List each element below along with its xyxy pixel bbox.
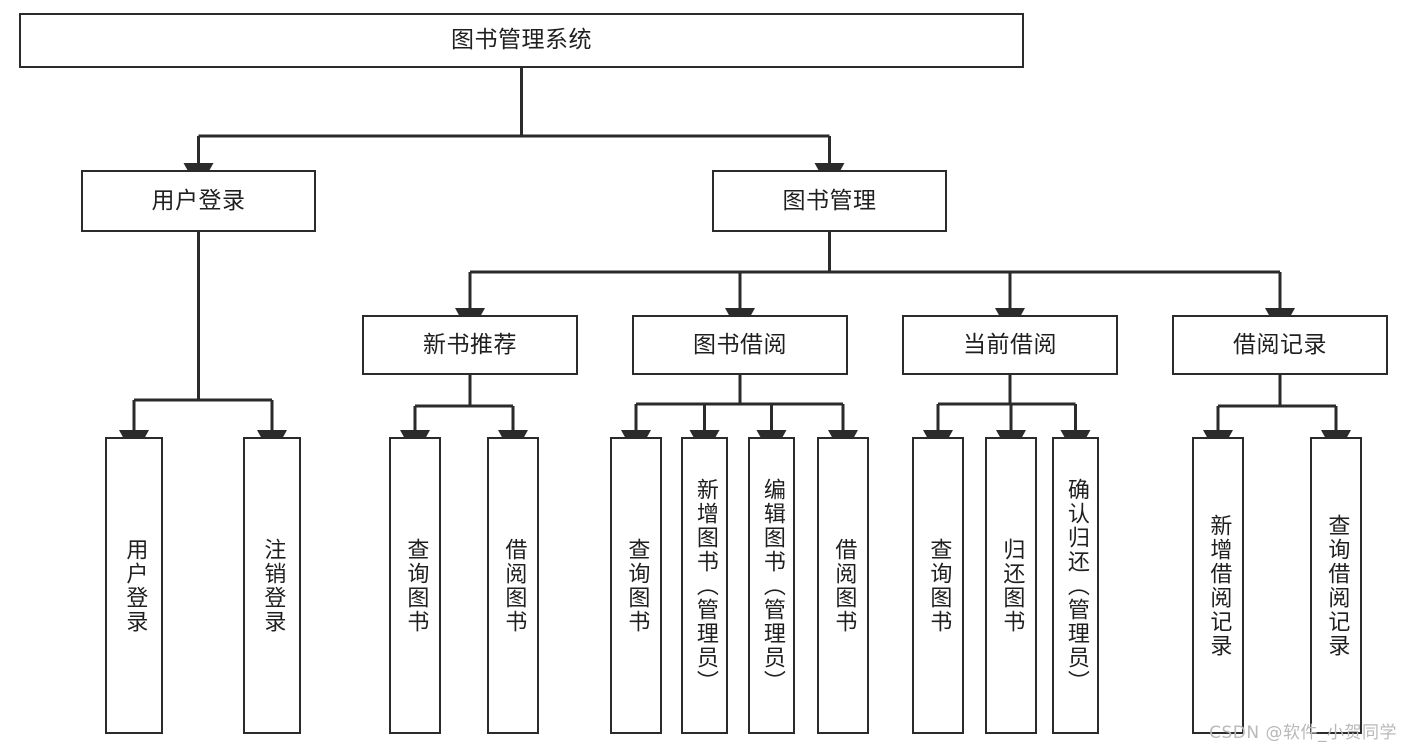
node-current-borrow[interactable]: 当前借阅 [902, 315, 1118, 375]
node-leaf-borrow-book[interactable]: 借阅图书 [817, 437, 869, 734]
node-leaf-query-book-rec[interactable]: 查询图书 [389, 437, 441, 734]
node-label: 确认归还（管理员） [1063, 477, 1089, 694]
node-new-book-rec[interactable]: 新书推荐 [362, 315, 578, 375]
node-leaf-confirm-return-admin[interactable]: 确认归还（管理员） [1052, 437, 1099, 734]
node-book-borrow[interactable]: 图书借阅 [632, 315, 848, 375]
node-label: 注销登录 [260, 537, 286, 634]
node-label: 借阅记录 [1233, 331, 1327, 358]
node-label: 新增借阅记录 [1206, 513, 1232, 658]
node-label: 借阅图书 [831, 537, 857, 634]
node-leaf-borrow-book-rec[interactable]: 借阅图书 [487, 437, 539, 734]
node-book-manage[interactable]: 图书管理 [712, 170, 947, 232]
node-user-login[interactable]: 用户登录 [81, 170, 316, 232]
node-leaf-add-borrow-record[interactable]: 新增借阅记录 [1192, 437, 1244, 734]
csdn-watermark: CSDN @软件_小贺同学 [1209, 723, 1397, 743]
node-root[interactable]: 图书管理系统 [19, 13, 1024, 68]
node-label: 归还图书 [999, 537, 1025, 634]
node-leaf-edit-book-admin[interactable]: 编辑图书（管理员） [748, 437, 795, 734]
node-label: 借阅图书 [501, 537, 527, 634]
node-label: 新书推荐 [423, 331, 517, 358]
node-leaf-query-borrow-record[interactable]: 查询借阅记录 [1310, 437, 1362, 734]
node-label: 当前借阅 [963, 331, 1057, 358]
node-label: 查询图书 [624, 537, 650, 634]
node-borrow-record[interactable]: 借阅记录 [1172, 315, 1388, 375]
node-leaf-user-logout[interactable]: 注销登录 [243, 437, 301, 734]
node-label: 图书管理 [782, 187, 877, 214]
node-leaf-query-book-borrow[interactable]: 查询图书 [610, 437, 662, 734]
node-label: 新增图书（管理员） [692, 477, 718, 694]
node-label: 用户登录 [122, 537, 148, 634]
node-label: 查询图书 [926, 537, 952, 634]
node-leaf-query-book-current[interactable]: 查询图书 [912, 437, 964, 734]
node-label: 编辑图书（管理员） [759, 477, 785, 694]
node-label: 图书借阅 [693, 331, 787, 358]
node-leaf-return-book[interactable]: 归还图书 [985, 437, 1037, 734]
node-label: 查询图书 [403, 537, 429, 634]
node-label: 用户登录 [151, 187, 246, 214]
node-label: 图书管理系统 [451, 27, 592, 54]
node-leaf-add-book-admin[interactable]: 新增图书（管理员） [681, 437, 728, 734]
node-label: 查询借阅记录 [1324, 513, 1350, 658]
node-leaf-user-login[interactable]: 用户登录 [105, 437, 163, 734]
